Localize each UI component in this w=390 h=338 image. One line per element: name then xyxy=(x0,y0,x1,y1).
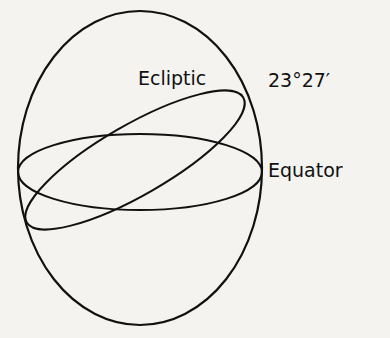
angle-label: 23°27′ xyxy=(268,70,330,91)
ecliptic-circle xyxy=(9,67,261,253)
ecliptic-label: Ecliptic xyxy=(138,68,206,89)
sphere-outline xyxy=(18,11,262,325)
equator-label: Equator xyxy=(268,160,343,181)
equator-circle xyxy=(18,134,262,210)
